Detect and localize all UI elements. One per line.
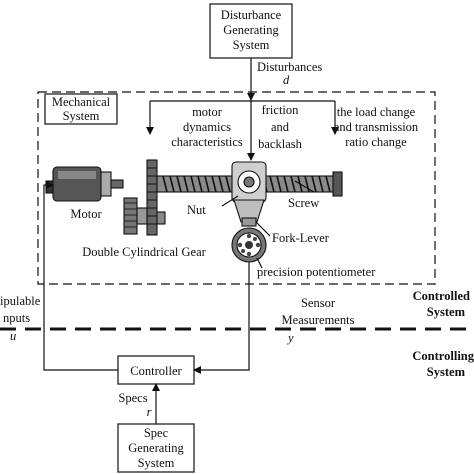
disturbance-block-line-1: Disturbance <box>221 8 282 22</box>
friction-line-3: backlash <box>258 137 302 151</box>
disturbance-block-line-2: Generating <box>223 23 279 37</box>
friction-line-1: friction <box>262 103 300 117</box>
double-cylindrical-gear-illustration <box>123 159 166 236</box>
fork-lever-label: Fork-Lever <box>272 231 330 245</box>
motor-dynamics-line-3: characteristics <box>171 135 243 149</box>
motor-dynamics-line-1: motor <box>192 105 223 119</box>
measurements-label: Measurements <box>282 313 355 327</box>
spec-generating-system-block <box>117 423 195 473</box>
sensor-feedback-line <box>193 262 250 374</box>
disturbances-symbol: d <box>283 73 290 87</box>
control-input-line <box>43 181 118 371</box>
load-change-line-1: the load change <box>337 105 416 119</box>
inputs-symbol: u <box>10 329 16 343</box>
fork-lever-leader-line <box>255 221 271 237</box>
potentiometer-leader-line <box>256 257 263 269</box>
controller-label: Controller <box>130 364 182 378</box>
nut-leader-line <box>221 195 239 207</box>
mechanical-title-line-2: System <box>63 109 100 123</box>
controlled-system-label-1: Controlled <box>413 289 470 303</box>
load-change-line-2: and transmission <box>334 120 419 134</box>
potentiometer-illustration <box>231 227 267 263</box>
manipulable-label: ipulable <box>0 294 41 308</box>
gear-label: Double Cylindrical Gear <box>82 245 206 259</box>
sensor-label: Sensor <box>301 296 336 310</box>
specs-symbol: r <box>147 405 152 419</box>
specs-label: Specs <box>118 391 147 405</box>
motor-dynamics-line-2: dynamics <box>183 120 231 134</box>
screw-label: Screw <box>288 196 319 210</box>
nut-label: Nut <box>187 203 206 217</box>
mechanical-system-frame <box>37 91 436 285</box>
disturbance-block-line-3: System <box>233 38 270 52</box>
motor-label: Motor <box>70 207 102 221</box>
spec-block-line-1: Spec <box>144 426 169 440</box>
potentiometer-label: precision potentiometer <box>257 265 376 279</box>
controlled-system-label-2: System <box>427 305 466 319</box>
load-change-line-3: ratio change <box>345 135 407 149</box>
controlling-system-label-2: System <box>427 365 466 379</box>
friction-line-2: and <box>271 120 290 134</box>
mechanical-title-line-1: Mechanical <box>52 95 111 109</box>
inputs-label: nputs <box>3 311 30 325</box>
nut-fork-lever-illustration <box>231 161 267 227</box>
disturbances-label: Disturbances <box>257 60 322 74</box>
spec-block-line-2: Generating <box>128 441 184 455</box>
disturbance-generating-system-block <box>209 3 293 59</box>
spec-block-line-3: System <box>138 456 175 470</box>
mechanical-system-title-box <box>44 93 118 125</box>
motor-illustration <box>45 166 124 202</box>
controlling-system-label-1: Controlling <box>412 349 474 363</box>
screw-leader-line <box>294 180 315 193</box>
measurements-symbol: y <box>286 331 294 345</box>
